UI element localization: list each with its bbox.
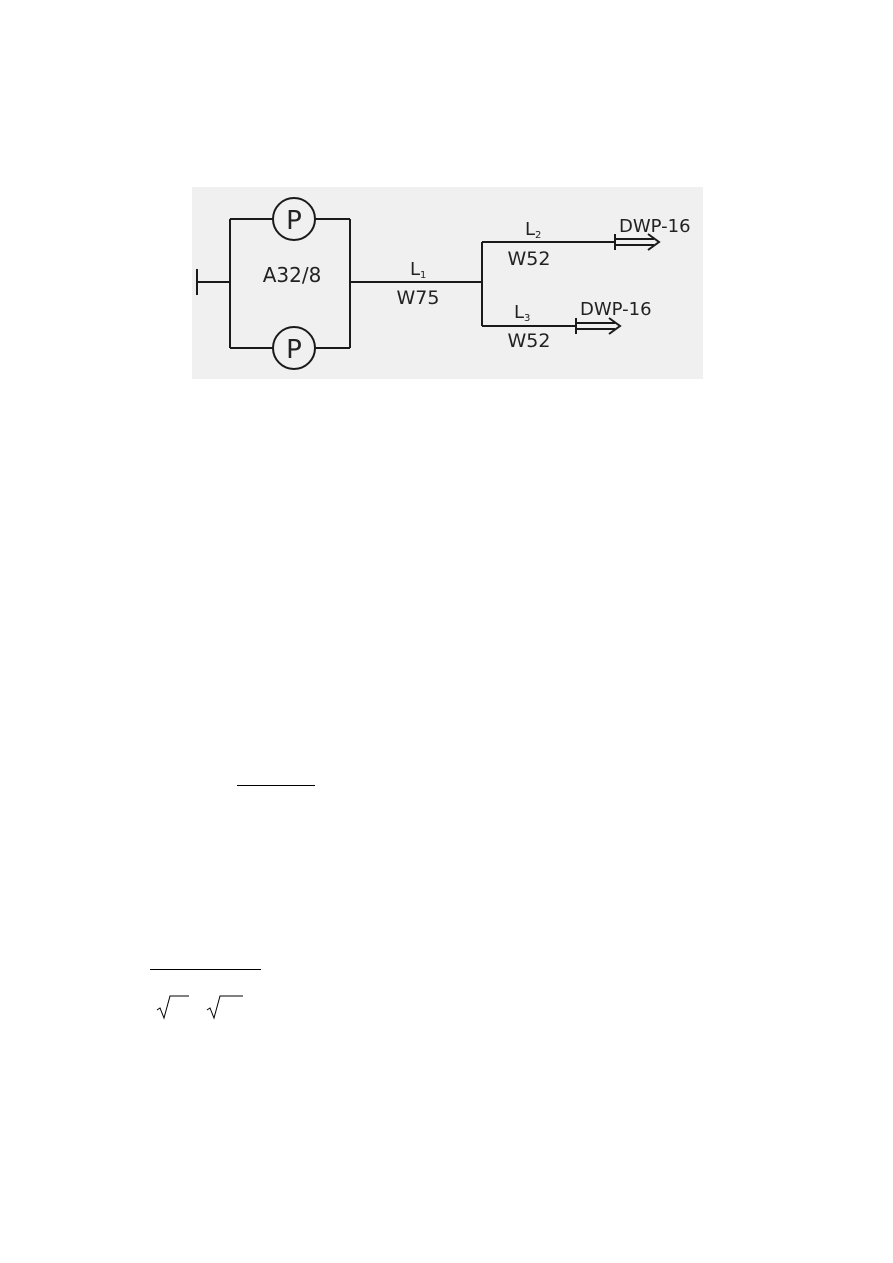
sqrt-sign-2 (206, 995, 243, 1020)
pump-bottom-circle (272, 326, 316, 370)
lower-branch-hose: W52 (508, 330, 551, 352)
sqrt-sign-1 (156, 995, 189, 1020)
lower-nozzle-icon (575, 317, 622, 335)
lower-nozzle-label: DWP-16 (580, 299, 652, 320)
fraction-bar-1 (237, 785, 315, 786)
pump-hose-diagram: P P A32/8 L1 W75 L2 W52 DWP-16 L3 W52 (192, 187, 703, 379)
pump-bottom-label: P (286, 335, 302, 365)
sqrt-signs (156, 995, 243, 1020)
pump-group-label: A32/8 (263, 263, 322, 287)
upper-nozzle-icon (614, 233, 661, 251)
pump-top-label: P (286, 206, 302, 236)
upper-branch-hose: W52 (508, 248, 551, 270)
pump-top-circle (272, 197, 316, 241)
fraction-bar-2 (150, 969, 261, 970)
upper-branch-name: L2 (525, 219, 541, 241)
lower-branch-name: L3 (514, 302, 530, 324)
diagram-canvas: P P A32/8 L1 W75 L2 W52 DWP-16 L3 W52 (192, 187, 703, 379)
upper-nozzle-label: DWP-16 (619, 216, 691, 237)
main-line-name: L1 (410, 259, 426, 281)
main-hose-type: W75 (397, 287, 440, 309)
